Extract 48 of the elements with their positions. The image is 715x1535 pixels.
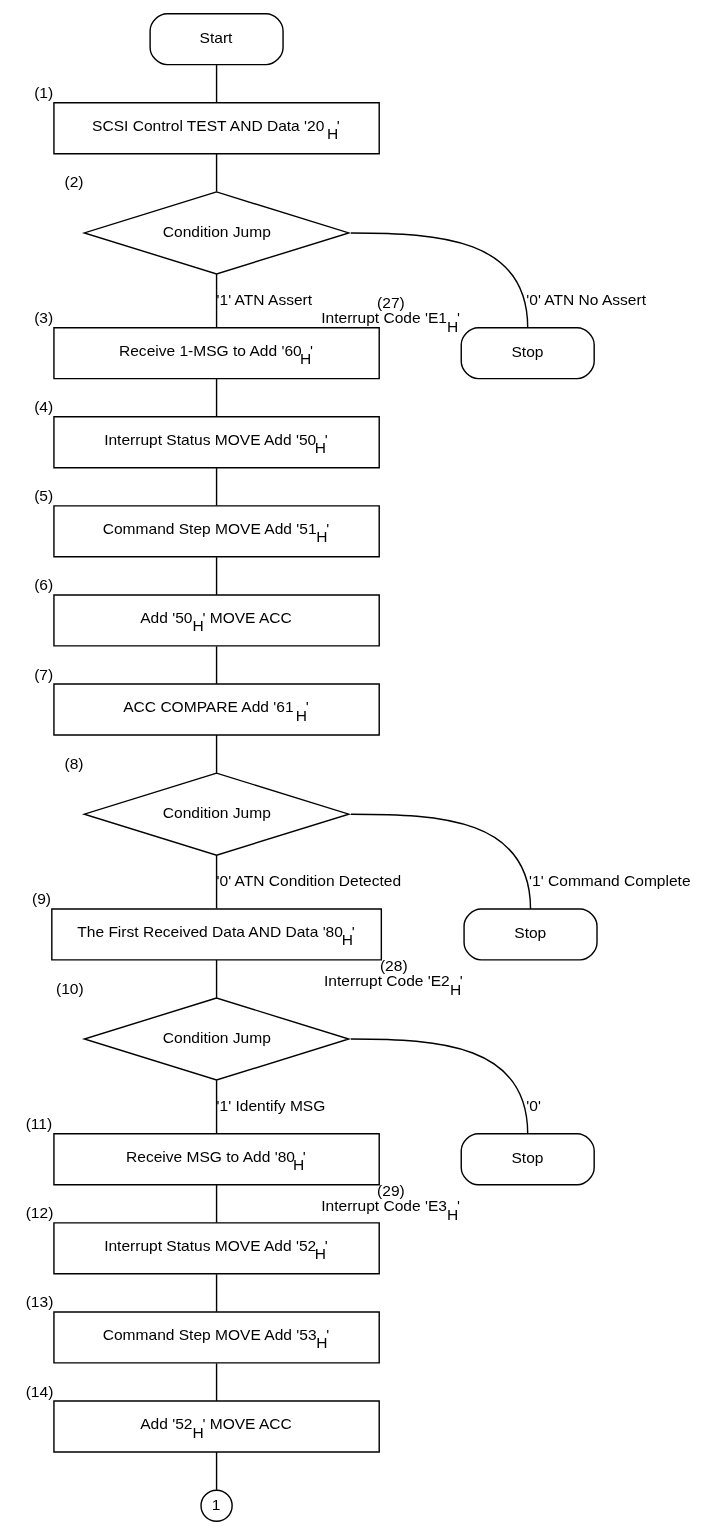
connector	[215, 854, 217, 910]
connector	[215, 1079, 217, 1134]
edge-label: '0' ATN No Assert	[525, 290, 646, 308]
node-label: (3)	[33, 309, 53, 327]
edge-label: '1' ATN Assert	[216, 290, 312, 308]
node-box: Stop	[460, 1133, 595, 1186]
node-label: (1)	[33, 84, 53, 102]
edge-label: '0' ATN Condition Detected	[216, 872, 401, 890]
node-box: Start	[148, 13, 284, 66]
node-label: (14)	[25, 1382, 53, 1400]
connector	[215, 1184, 217, 1224]
connector	[349, 232, 528, 329]
node-label: (12)	[25, 1204, 53, 1222]
node-label: (10)	[55, 979, 84, 997]
node-diamond: Condition Jump	[81, 772, 351, 856]
node-circle: 1	[199, 1489, 233, 1522]
connector	[349, 1038, 528, 1135]
node-diamond: Condition Jump	[81, 191, 351, 275]
node-box: Stop	[462, 908, 598, 961]
node-label: (7)	[33, 665, 53, 683]
connector	[215, 1362, 217, 1402]
connector	[215, 378, 217, 418]
connector	[215, 153, 217, 193]
node-label: (4)	[33, 398, 53, 416]
node-box: Stop	[460, 326, 595, 380]
connector	[215, 556, 217, 596]
node-label: (8)	[64, 754, 84, 772]
edge-label: '1' Command Complete	[528, 872, 691, 890]
node-label: (5)	[33, 487, 53, 505]
connector	[215, 1273, 217, 1313]
connector	[349, 813, 531, 910]
connector	[215, 645, 217, 685]
node-label: (6)	[33, 576, 53, 594]
connector	[215, 64, 217, 104]
connector	[215, 273, 217, 328]
edge-label: '0'	[525, 1096, 541, 1114]
connector	[215, 734, 217, 774]
node-label: (27)	[376, 293, 405, 311]
node-label: (2)	[64, 173, 84, 191]
edge-label: '1' Identify MSG	[216, 1096, 325, 1114]
node-label: (9)	[31, 890, 51, 908]
node-label: (11)	[25, 1115, 52, 1133]
connector	[215, 1451, 217, 1491]
connector	[215, 467, 217, 507]
node-label: (28)	[379, 956, 408, 974]
node-diamond: Condition Jump	[81, 997, 351, 1081]
node-label: (13)	[25, 1293, 53, 1311]
connector	[215, 959, 217, 999]
